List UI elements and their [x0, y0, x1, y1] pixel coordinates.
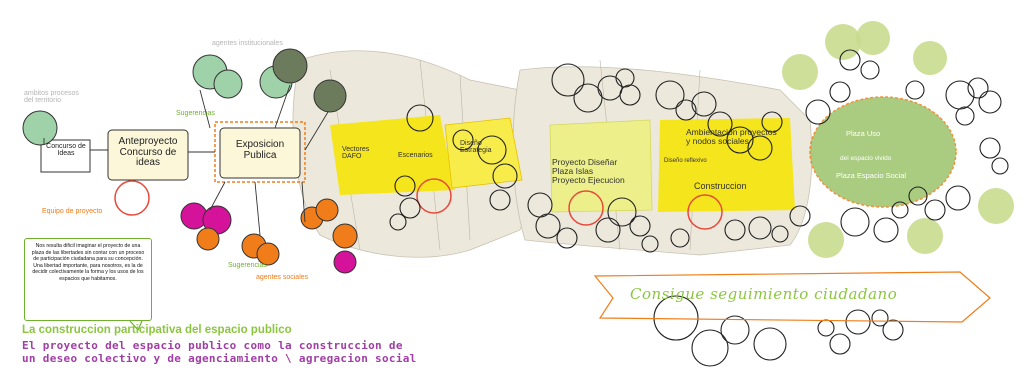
white-circles	[389, 49, 1009, 367]
ambientacion-label: Ambientacion proyectos y nodos sociales	[686, 127, 777, 146]
plaza-espacio-label: Plaza Espacio Social	[836, 171, 907, 180]
social-circle	[315, 198, 339, 222]
highlight-circle	[568, 190, 604, 226]
actor-circle	[272, 48, 308, 84]
anteproyecto-box	[107, 129, 189, 181]
green-circle	[913, 41, 947, 75]
green-circle	[782, 54, 818, 90]
diseno-label: Diseño Estrategia	[460, 140, 492, 155]
yellow-band-2	[444, 117, 523, 189]
slogan-text: Consigue seguimiento ciudadano	[630, 285, 898, 303]
social-circle	[196, 227, 220, 251]
yellow-band-3	[549, 119, 653, 213]
agentes-sociales-label: agentes sociales	[256, 274, 309, 281]
quote-text: Nos resulta dificil imaginar el proyecto…	[31, 243, 145, 282]
vectores-label: Vectores DAFO	[342, 146, 370, 161]
green-circle	[808, 222, 844, 258]
green-circle	[907, 218, 943, 254]
quote-pointer	[129, 320, 143, 332]
exposicion-box	[219, 127, 301, 179]
espacio-vivo-label: del espacio vivido	[840, 155, 892, 162]
quote-box: Nos resulta dificil imaginar el proyecto…	[24, 238, 152, 321]
yellow-band-4	[658, 118, 795, 212]
sugerencias-bottom-label: Sugerencias	[228, 262, 267, 269]
highlight-circle	[114, 180, 150, 216]
actores-top-label: agentes institucionales	[212, 40, 283, 47]
concurso-ideas-box	[40, 139, 91, 173]
social-circle	[256, 242, 280, 266]
highlight-circle	[416, 178, 452, 214]
green-circle	[978, 188, 1014, 224]
highlight-circle	[687, 194, 723, 230]
green-circle	[825, 24, 861, 60]
social-circle	[333, 250, 357, 274]
slogan-banner	[593, 271, 991, 323]
sugerencias-top-label: Sugerencias	[176, 110, 215, 117]
actores-left-label: ambitos procesos del territorio	[24, 90, 79, 105]
proyecto-label: Proyecto Diseñar Plaza Islas Proyecto Ej…	[552, 157, 625, 185]
exposicion-label: Exposicion Publica	[235, 139, 285, 161]
actor-circle	[213, 69, 243, 99]
connectors	[43, 84, 329, 236]
actor-circle	[22, 110, 58, 146]
concurso-ideas-label: Concurso de Ideas	[46, 143, 86, 158]
plaza-uso-label: Plaza Uso	[846, 129, 881, 138]
equipo-label: Equipo de proyecto	[42, 208, 103, 215]
title-green: La construccion participativa del espaci…	[22, 324, 292, 336]
yellow-band-1	[330, 115, 455, 195]
anteproyecto-label: Anteproyecto Concurso de ideas	[118, 136, 178, 168]
diseno-reflexivo-label: Diseño reflexivo	[664, 158, 707, 164]
green-circle	[856, 21, 890, 55]
construccion-label: Construccion	[694, 181, 747, 191]
plaza-ellipse	[809, 96, 957, 208]
title-purple: El proyecto del espacio publico como la …	[22, 339, 417, 365]
escenarios-label: Escenarios	[398, 152, 433, 159]
actor-circle	[313, 79, 347, 113]
social-circle	[332, 223, 358, 249]
